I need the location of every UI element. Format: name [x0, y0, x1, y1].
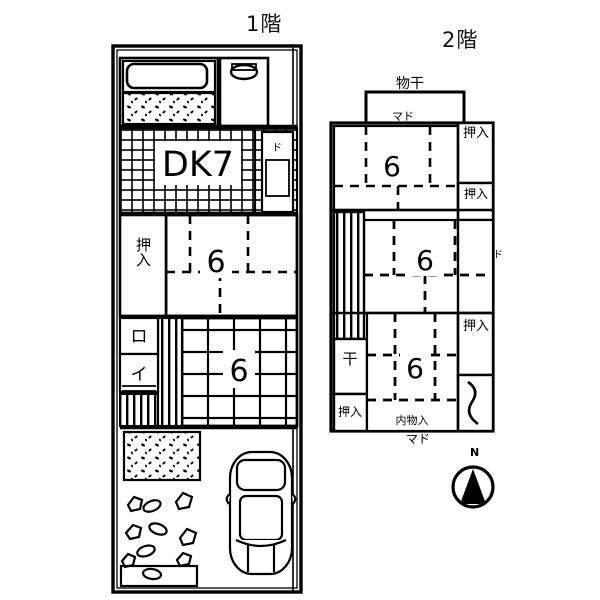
window-label-top: マド	[392, 110, 414, 123]
washitsu-1f-lower-label: 6	[229, 354, 248, 389]
washitsu-1f-upper-label-plate	[200, 244, 232, 278]
utility-cell-upper-label: ロ	[131, 327, 148, 347]
garden-planting	[119, 491, 199, 588]
garden-border	[119, 564, 199, 588]
drying-niche-label: 干	[342, 350, 357, 368]
toilet-icon	[229, 63, 259, 81]
floor2-side-mark: ド	[493, 250, 503, 261]
compass-needle	[460, 469, 486, 504]
oshiire-2f-b-label: 押入	[464, 187, 488, 201]
parked-car	[225, 450, 297, 576]
storage-niche-glyph	[467, 380, 479, 426]
tatami-joints-2f-south	[367, 313, 458, 402]
compass	[451, 465, 495, 509]
oshiire-2f-c-label: 押入	[463, 319, 489, 334]
floor1-group: DK7 ド 6 押入 6	[111, 44, 303, 594]
utility-cell-upper	[118, 316, 160, 356]
oshiire-1f-label: 押入	[134, 237, 152, 267]
dk-label: DK7	[162, 145, 234, 185]
floor1-partitions	[120, 58, 297, 430]
balcony-monohoshi	[364, 90, 466, 126]
washroom	[121, 91, 217, 126]
oshiire-2f-a-label: 押入	[463, 126, 489, 141]
washitsu-2f-south-label-plate	[400, 350, 430, 384]
gravel-approach	[122, 430, 202, 482]
washitsu-2f-south-label: 6	[406, 352, 424, 385]
window-label-bottom: マド	[406, 432, 430, 446]
dk-label-plate	[155, 141, 241, 185]
utility-cell-shelves	[122, 385, 156, 392]
genkan-label: ド	[272, 143, 282, 154]
floor2-group: 物干 マド 6 押入 押入	[329, 76, 503, 446]
oshiire-2f-b	[456, 181, 495, 222]
drying-niche-2f	[332, 337, 369, 396]
staircase-2f	[332, 210, 366, 341]
floor2-partitions	[331, 123, 493, 431]
toilet-tank-icon	[231, 63, 257, 71]
washitsu-1f-lower	[180, 316, 299, 428]
floor1-title: 1階	[246, 12, 283, 36]
inner-storage-label: 内物入	[396, 413, 429, 427]
oshiire-2f-d-label: 押入	[338, 405, 362, 419]
washitsu-2f-middle-label: 6	[416, 244, 434, 277]
floor1-lower-left-wood	[119, 393, 159, 427]
engawa-corridor	[156, 316, 184, 428]
toilet-room	[218, 56, 270, 128]
oshiire-2f-d	[332, 392, 369, 433]
washitsu-1f-lower-label-plate	[223, 350, 255, 388]
washitsu-2f-north-label: 6	[383, 150, 401, 183]
bathtub-icon	[125, 62, 209, 90]
compass-north-label: N	[470, 446, 480, 459]
genkan-step	[265, 159, 290, 197]
washitsu-2f-middle-label-plate	[410, 242, 440, 276]
washitsu-1f-upper-label: 6	[206, 245, 225, 280]
balcony-label: 物干	[396, 76, 424, 92]
floor2-title: 2階	[442, 28, 479, 52]
utility-cell-lower-label: イ	[131, 365, 148, 385]
washitsu-2f-north-label-plate	[377, 148, 407, 182]
